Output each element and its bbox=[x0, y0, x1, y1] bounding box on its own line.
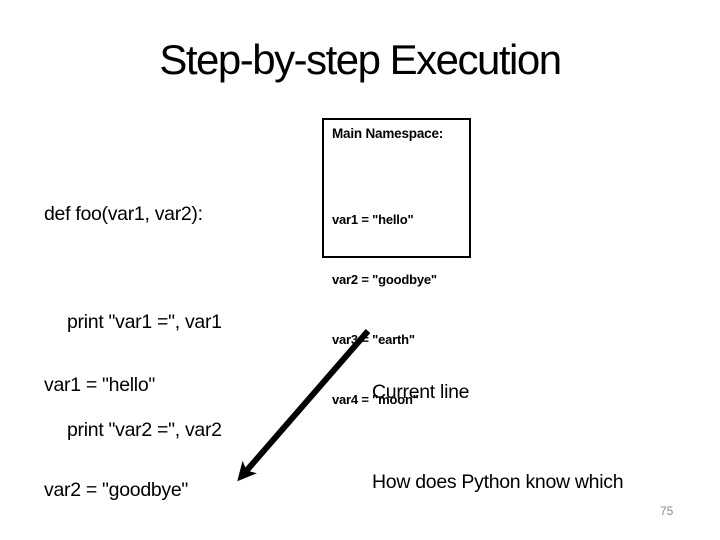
code-line-var2-assign: var2 = "goodbye" bbox=[44, 479, 189, 501]
slide-page-number: 75 bbox=[660, 504, 674, 518]
namespace-entry-var2: var2 = "goodbye" bbox=[332, 272, 437, 287]
namespace-entry-var1: var1 = "hello" bbox=[332, 212, 414, 227]
code-line-var1-assign: var1 = "hello" bbox=[44, 374, 156, 396]
current-line-annotation: Current line How does Python know which … bbox=[372, 317, 624, 540]
namespace-box-title: Main Namespace: bbox=[332, 126, 444, 141]
annotation-line-1: Current line bbox=[372, 381, 470, 403]
function-definition-code-block: def foo(var1, var2): print "var1 =", var… bbox=[44, 124, 222, 520]
code-line-def-foo: def foo(var1, var2): bbox=[44, 203, 203, 225]
slide-title: Step-by-step Execution bbox=[159, 36, 562, 83]
code-line-print-var2: print "var2 =", var2 bbox=[67, 419, 222, 441]
main-namespace-box: Main Namespace: var1 = "hello" var2 = "g… bbox=[322, 118, 471, 407]
code-line-print-var1: print "var1 =", var1 bbox=[67, 311, 222, 333]
annotation-line-2: How does Python know which bbox=[372, 471, 624, 493]
main-program-code-block: var1 = "hello" var2 = "goodbye" var3 = "… bbox=[44, 298, 199, 540]
